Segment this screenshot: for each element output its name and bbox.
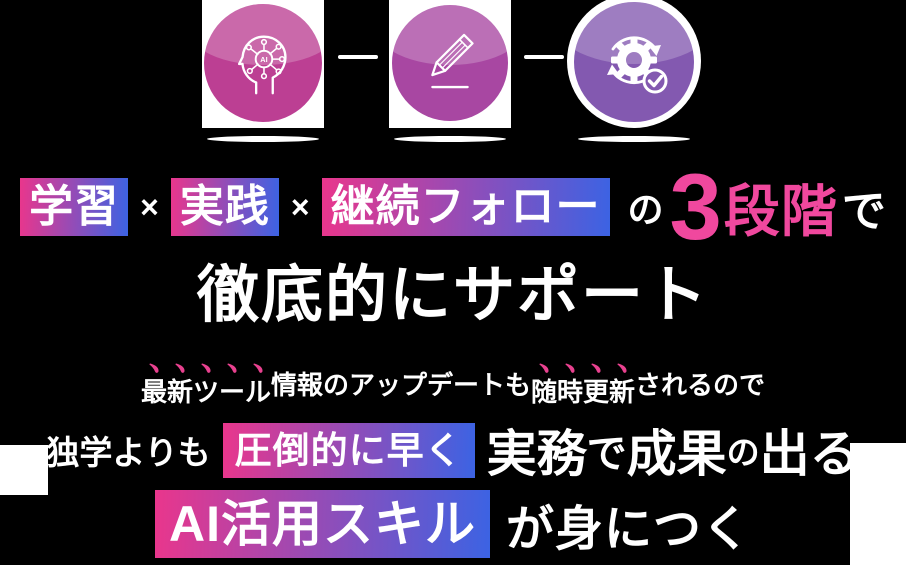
particle-no: の [627,189,664,230]
gear-cycle-check-icon [607,36,668,94]
word-jitsumu: 実務 [486,426,587,482]
headline-row-1: 学習 × 実践 × 継続フォロー の 3 段階 で [0,159,906,253]
lead-dokugaku: 独学よりも [46,434,211,471]
pencil-icon [431,33,474,89]
big-number-3: 3 [669,153,722,259]
connector-line-1 [338,55,378,59]
step3-ring [567,0,701,128]
step1-shadow [207,136,319,142]
step3-shadow [578,136,690,142]
phrase-jitsumu: 実務 で 成果 の 出る [487,414,860,486]
step1-circle: AI [204,4,322,122]
particle-de-2: で [586,432,627,476]
particle-de: で [841,187,886,236]
headline-row1-tail: の 3 段階 で [622,153,886,259]
cropped-right-element [850,443,906,565]
highlight-box-ai-skill: AI活用スキル [154,490,490,558]
stage-word: 段階 [723,179,838,243]
word-deru: 出る [759,426,860,482]
support-note-text: 情報のアップデートも [270,369,531,400]
highlight-box-attoteki: 圧倒的に早く [222,422,475,478]
particle-no-2: の [726,434,760,471]
highlight-box-keizoku-follow: 継続フォロー [321,178,610,236]
ai-badge-label: AI [260,55,267,64]
tail-minitsuku: が身につく [505,503,751,556]
support-note-emphasis: 随時更新 [531,376,636,407]
headline-row-4: AI活用スキル が身につく [0,488,906,560]
step3-circle [574,2,694,122]
headline-support: 徹底的にサポート [196,261,709,330]
cross-symbol-1: × [140,188,159,225]
highlight-box-gakushu: 学習 [20,178,129,236]
step1-card: AI [202,0,324,128]
support-note: 最新ツール情報のアップデートも随時更新されるので [0,352,906,407]
cropped-left-element [0,445,48,495]
headline-row-3: 独学よりも 圧倒的に早く 実務 で 成果 の 出る [0,416,906,484]
connector-line-2 [524,55,564,59]
ai-head-icon: AI [237,35,287,95]
highlight-box-jissen: 実践 [170,178,279,236]
step2-circle [392,5,508,121]
support-note-text: されるので [635,369,766,400]
cross-symbol-2: × [290,188,310,225]
word-seika: 成果 [626,426,727,482]
step2-card [389,0,511,128]
step2-shadow [394,136,506,142]
support-note-emphasis: 最新ツール [140,376,271,407]
